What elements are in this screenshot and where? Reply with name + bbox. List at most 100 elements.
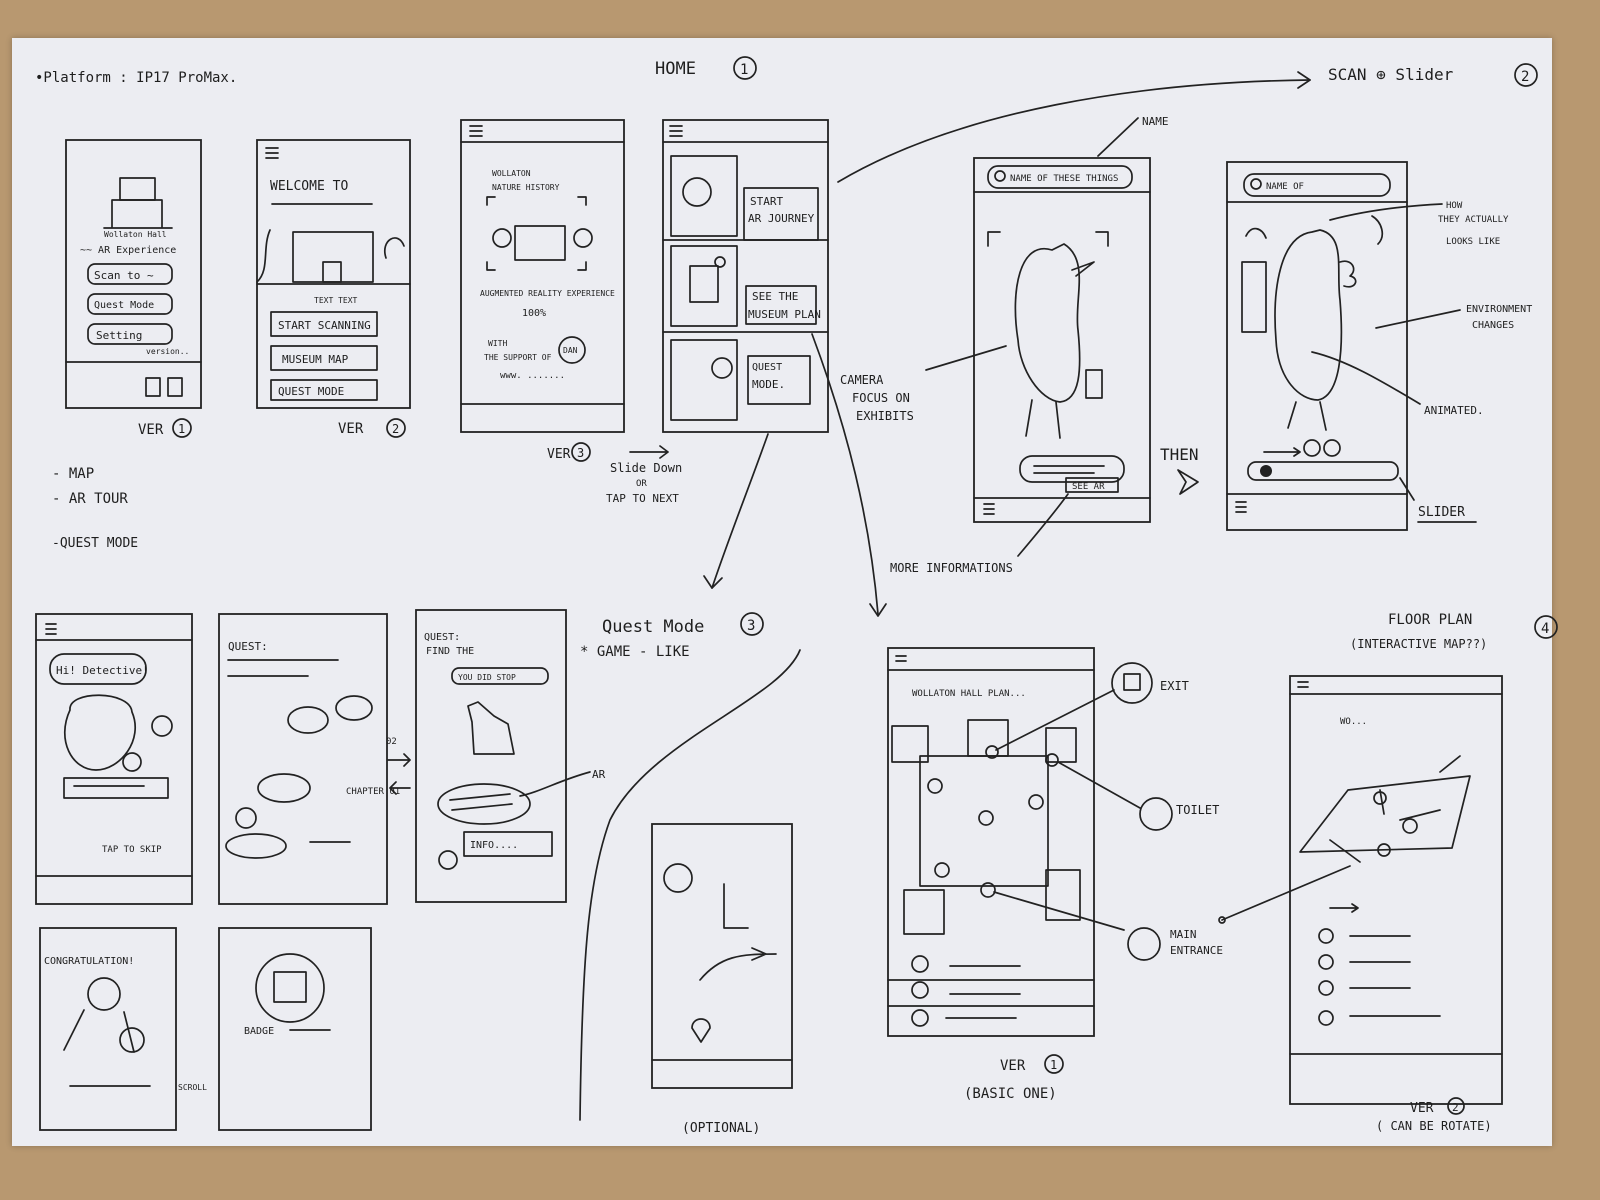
room-marker-4[interactable] — [934, 862, 950, 878]
entrance-marker[interactable] — [980, 882, 996, 898]
how-note-3: LOOKS LIKE — [1446, 237, 1500, 247]
info-box[interactable] — [463, 831, 553, 857]
mode-label: MODE. — [752, 378, 785, 391]
room — [1045, 727, 1077, 763]
door-sketch — [322, 261, 342, 283]
quest-mode-button[interactable] — [270, 379, 378, 401]
slider-track[interactable] — [1247, 461, 1399, 481]
marker[interactable] — [1377, 843, 1391, 857]
room-marker-1[interactable] — [1402, 818, 1418, 834]
menu-icon[interactable] — [895, 655, 907, 662]
toilet-label: TOILET — [1176, 803, 1219, 817]
scan-button-label: Scan to ~ — [94, 269, 154, 282]
quest-title: Quest Mode — [602, 617, 704, 637]
progress-percent: 100% — [522, 308, 546, 319]
see-ar-button[interactable] — [1065, 477, 1119, 493]
ver1-number: 1 — [1050, 1058, 1057, 1072]
room — [1045, 869, 1081, 921]
optional-map-screen — [651, 823, 793, 1089]
toilet-marker[interactable] — [1045, 753, 1059, 767]
phone-frame — [1226, 161, 1408, 531]
info-bar[interactable] — [1019, 455, 1125, 483]
scan-button[interactable] — [87, 263, 173, 285]
ver-circle — [172, 418, 192, 438]
museum-map-button[interactable] — [270, 345, 378, 371]
slide-down-label: Slide Down — [610, 461, 682, 475]
sponsor-text: DAN — [563, 346, 578, 355]
menu-icon[interactable] — [45, 623, 57, 635]
scan-slider-title: SCAN ⊕ Slider — [1328, 65, 1454, 84]
optional-label: (OPTIONAL) — [682, 1121, 760, 1136]
leader-line — [1017, 493, 1069, 557]
list-number-3 — [1318, 980, 1334, 996]
info-text: INFO.... — [470, 840, 518, 851]
menu-icon[interactable] — [983, 503, 995, 515]
pin-icon — [714, 256, 726, 268]
to-quest-arrow — [711, 433, 769, 589]
badge-building — [273, 971, 307, 1003]
list-number-1 — [911, 955, 929, 973]
start-ar-label: START — [750, 195, 783, 208]
tap-to-skip[interactable]: TAP TO SKIP — [102, 845, 162, 855]
environment-note-2: CHANGES — [1472, 320, 1514, 331]
home-ver4-screen: START AR JOURNEY SEE THE MUSEUM PLAN QUE… — [606, 119, 887, 617]
museum-plan-button[interactable] — [745, 285, 817, 325]
home-ver2-screen: WELCOME TO TEXT TEXT START SCANNING MUSE… — [256, 139, 411, 438]
nav-icon[interactable] — [145, 377, 161, 397]
magnifier-icon — [151, 715, 173, 737]
name-search-bar[interactable] — [987, 165, 1133, 189]
illustration-panel — [670, 155, 738, 237]
play-icon[interactable] — [1303, 439, 1321, 457]
wollaton-label: WOLLATON — [492, 169, 531, 178]
chapter-node[interactable] — [335, 695, 373, 721]
list-number-2 — [1318, 954, 1334, 970]
map-panel — [670, 245, 738, 327]
start-scanning-label: START SCANNING — [278, 319, 371, 332]
room-marker-2[interactable] — [927, 778, 943, 794]
slider-handle[interactable] — [1260, 465, 1272, 477]
ar-target-circle[interactable] — [437, 783, 531, 825]
nav-icon[interactable] — [167, 377, 183, 397]
name-search-bar[interactable] — [1243, 173, 1391, 197]
chapter-node[interactable] — [225, 833, 287, 859]
scan-number-circle — [1514, 63, 1538, 87]
exit-marker[interactable] — [985, 745, 999, 759]
ver-number: 1 — [178, 422, 185, 436]
how-note-1: HOW — [1446, 201, 1463, 211]
setting-button[interactable] — [87, 323, 173, 345]
leader-line — [1097, 117, 1139, 157]
character-sketch — [711, 357, 733, 379]
menu-icon[interactable] — [1297, 681, 1309, 688]
toilet-icon — [663, 863, 693, 893]
menu-icon[interactable] — [265, 147, 279, 159]
search-icon — [1250, 178, 1262, 190]
arrowhead — [703, 575, 723, 589]
tree-sketch — [573, 228, 593, 248]
phone-frame — [65, 139, 202, 409]
quest-mode-button[interactable] — [747, 355, 811, 405]
menu-icon[interactable] — [669, 125, 683, 137]
chapter-node-current[interactable] — [257, 773, 311, 803]
ver-circle — [571, 442, 591, 462]
quest-mode-button[interactable] — [87, 293, 173, 315]
museum-map-label: MUSEUM MAP — [282, 353, 349, 366]
menu-icon[interactable] — [469, 125, 483, 137]
ver-number: 3 — [577, 446, 584, 460]
badge-label: BADGE — [244, 1026, 274, 1037]
floor-plan-sub: (INTERACTIVE MAP??) — [1350, 637, 1487, 651]
pause-icon[interactable] — [1323, 439, 1341, 457]
quest-chapter-screen — [218, 613, 388, 905]
marker[interactable] — [1373, 791, 1387, 805]
wollaton-label: Wollaton Hall — [104, 230, 167, 239]
chapter-node[interactable] — [287, 706, 329, 734]
menu-icon[interactable] — [1235, 501, 1247, 513]
camera-note-3: EXHIBITS — [856, 409, 914, 423]
to-floor-plan-arrow — [811, 333, 879, 615]
quest-mode-label: Quest Mode — [94, 300, 154, 311]
room-marker-1[interactable] — [978, 810, 994, 826]
leader-line — [925, 345, 1007, 371]
start-scanning-button[interactable] — [270, 311, 378, 337]
badge-screen — [218, 927, 372, 1131]
building-sketch — [514, 225, 566, 261]
room-marker-3[interactable] — [1028, 794, 1044, 810]
